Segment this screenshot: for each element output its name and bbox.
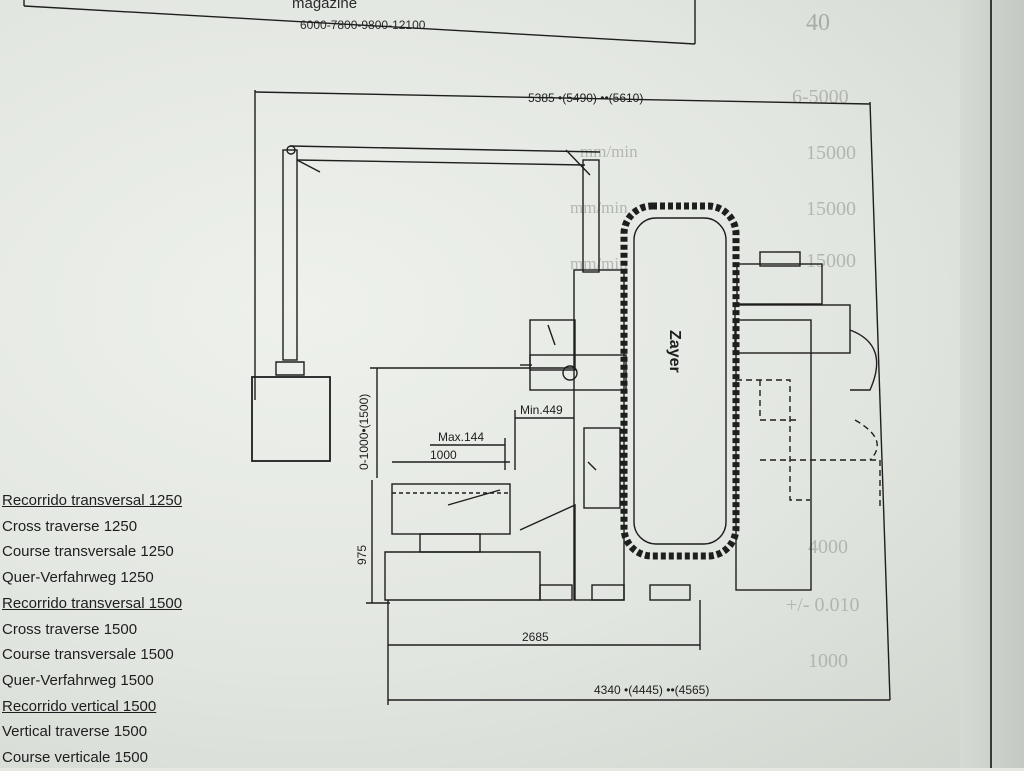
foot xyxy=(649,584,691,601)
dashed-outline xyxy=(736,379,810,501)
dashed-outline xyxy=(759,380,800,421)
dim-overall-width-label: 5385 •(5490) ••(5610) xyxy=(528,91,643,105)
dim-max-label: Max.144 xyxy=(438,430,484,444)
ghost-value: +/- 0.010 xyxy=(786,594,860,616)
cable-chain xyxy=(620,202,740,560)
ghost-value: 15000 xyxy=(806,198,856,220)
ghost-value: 15000 xyxy=(806,250,856,272)
ghost-unit: mm/min xyxy=(580,142,638,161)
brand-mark: Zayer xyxy=(666,330,683,373)
bed-rise xyxy=(519,503,576,600)
dim-overall-base-label: 4340 •(4445) ••(4565) xyxy=(594,683,709,697)
dim-line-overall xyxy=(254,91,871,105)
legend-heading: Recorrido transversal 1500 xyxy=(2,594,183,612)
control-cabinet xyxy=(251,376,331,462)
rear-housing xyxy=(734,304,851,354)
motor-top xyxy=(759,251,801,267)
ghost-value: 1000 xyxy=(808,650,848,672)
frame-line xyxy=(23,5,696,45)
dashed-outline xyxy=(760,459,881,510)
column-detail xyxy=(587,461,597,471)
legend-item: Quer-Verfahrweg 1250 xyxy=(2,569,154,587)
chain-inner xyxy=(633,217,727,545)
arm-end xyxy=(565,149,591,176)
dim-base-depth-label: 2685 xyxy=(522,630,549,644)
legend-item: Cross traverse 1250 xyxy=(2,517,138,535)
dim-min-label: Min.449 xyxy=(520,403,563,417)
legend-item: Course transversale 1500 xyxy=(2,646,174,664)
foot xyxy=(591,584,625,601)
legend-item: Cross traverse 1500 xyxy=(2,620,138,638)
dim-table-height-label: 975 xyxy=(355,545,369,565)
table-saddle xyxy=(419,533,481,553)
legend-item: Course transversale 1250 xyxy=(2,543,174,561)
spindle-nose xyxy=(562,365,578,381)
dim-ext-line xyxy=(869,101,891,701)
arm-bottom xyxy=(296,159,586,166)
rear-curve xyxy=(849,329,878,391)
legend-heading: Recorrido transversal 1250 xyxy=(2,492,183,509)
arm-brace xyxy=(296,159,321,173)
foot xyxy=(539,584,573,601)
ghost-value: 15000 xyxy=(806,142,856,164)
machine-bed xyxy=(384,551,541,601)
magazine-label: magazine xyxy=(292,0,358,12)
dim-table-width-label: 1000 xyxy=(430,448,457,462)
arm-column xyxy=(282,149,298,361)
legend-item: Quer-Verfahrweg 1500 xyxy=(2,671,154,689)
cable-mast xyxy=(582,159,600,273)
spindle-head xyxy=(529,354,627,391)
head-housing xyxy=(529,319,576,371)
legend-item: Course verticale 1500 xyxy=(2,749,148,767)
ghost-value: 4000 xyxy=(808,536,848,558)
arm-top xyxy=(289,145,601,153)
dim-vertical-range-label: 0-1000•(1500) xyxy=(357,394,371,470)
arm-joint xyxy=(275,361,305,376)
magazine-value: 40 xyxy=(806,10,830,36)
legend-heading: Recorrido vertical 1500 xyxy=(2,697,157,715)
motor-block xyxy=(736,263,823,305)
dashed-outline xyxy=(854,419,878,461)
rear-frame xyxy=(735,319,812,591)
head-detail xyxy=(547,324,556,346)
arm-pivot xyxy=(286,145,296,155)
sheet-edge xyxy=(960,0,1024,768)
table-slope xyxy=(447,489,501,506)
column-window xyxy=(583,427,621,509)
legend-item: Vertical traverse 1500 xyxy=(2,723,148,741)
sheet-border-line xyxy=(990,0,992,768)
column-body xyxy=(573,269,625,601)
